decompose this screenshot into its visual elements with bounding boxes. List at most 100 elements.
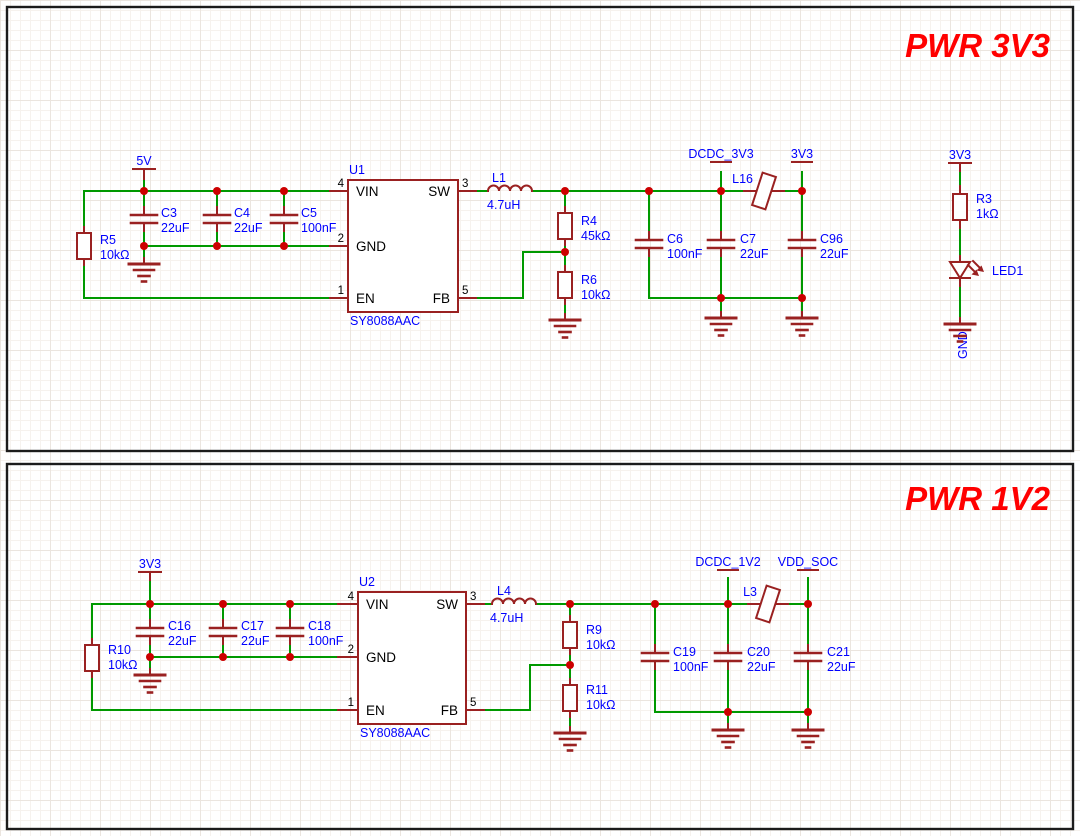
- capacitor-plates: [269, 213, 299, 225]
- pin-name-vin: VIN: [366, 597, 389, 612]
- net-flag-gnd-led[interactable]: GND: [956, 331, 970, 359]
- capacitor-C17[interactable]: C17 22uF: [208, 619, 270, 648]
- ref-label: R10: [108, 643, 131, 657]
- capacitor-plates: [787, 238, 817, 250]
- pin-name-gnd: GND: [366, 650, 396, 665]
- capacitor-C4[interactable]: C4 22uF: [202, 206, 263, 235]
- resistor-body: [952, 193, 968, 221]
- capacitor-C19[interactable]: C19 100nF: [640, 645, 709, 674]
- ref-label: R4: [581, 214, 597, 228]
- value-label: 45kΩ: [581, 229, 611, 243]
- led-triangle: [948, 261, 972, 280]
- value-label: 22uF: [747, 660, 776, 674]
- net-label: DCDC_1V2: [695, 555, 760, 569]
- ic-U1[interactable]: U1 SY8088AAC VIN GND EN SW FB 4 2 1 3 5: [338, 163, 469, 328]
- resistor-body: [557, 271, 573, 299]
- resistor-R10[interactable]: R10 10kΩ: [84, 643, 138, 672]
- pin-number-vin: 4: [348, 591, 355, 603]
- value-label: 10kΩ: [108, 658, 138, 672]
- led-LED1[interactable]: LED1: [948, 259, 1023, 280]
- junction-dots: [140, 187, 806, 302]
- capacitor-plates: [129, 213, 159, 225]
- capacitor-plates: [135, 626, 165, 638]
- resistor-R5[interactable]: R5 10kΩ: [76, 232, 130, 262]
- ground-symbol[interactable]: [133, 673, 167, 694]
- capacitor-plates: [640, 651, 670, 663]
- pin-number-sw: 3: [470, 591, 476, 603]
- ref-label: C21: [827, 645, 850, 659]
- ground-symbol[interactable]: [704, 316, 738, 337]
- ref-label: C5: [301, 206, 317, 220]
- ic-body: [347, 179, 459, 313]
- net-flag-5v[interactable]: 5V: [132, 154, 156, 170]
- resistor-R3[interactable]: R3 1kΩ: [952, 192, 999, 221]
- capacitor-C21[interactable]: C21 22uF: [793, 645, 856, 674]
- net-label: 3V3: [949, 148, 971, 162]
- net-label: GND: [956, 331, 970, 359]
- value-label: 10kΩ: [581, 288, 611, 302]
- pin-name-gnd: GND: [356, 239, 386, 254]
- net-flag-3v3-led[interactable]: 3V3: [948, 148, 972, 164]
- capacitor-C20[interactable]: C20 22uF: [713, 645, 776, 674]
- pin-number-gnd: 2: [348, 644, 354, 656]
- net-flag-dcdc-1v2[interactable]: DCDC_1V2: [695, 555, 761, 571]
- inductor-L4[interactable]: L4 4.7uH: [490, 584, 537, 625]
- ground-symbol[interactable]: [548, 318, 582, 339]
- net-label: 3V3: [139, 557, 161, 571]
- net-flag-vdd-soc[interactable]: VDD_SOC: [778, 555, 838, 571]
- net-flag-3v3-in[interactable]: 3V3: [138, 557, 162, 573]
- capacitor-C7[interactable]: C7 22uF: [706, 232, 769, 261]
- wires[interactable]: [91, 577, 809, 728]
- ic-part-number: SY8088AAC: [360, 726, 430, 740]
- sheet-border-pwr3v3: [5, 5, 1075, 453]
- net-flag-dcdc-3v3[interactable]: DCDC_3V3: [688, 147, 754, 163]
- net-label: 5V: [136, 154, 152, 168]
- value-label: 1kΩ: [976, 207, 999, 221]
- pin-number-gnd: 2: [338, 233, 344, 245]
- pin-number-fb: 5: [462, 285, 468, 297]
- section-pwr3v3: PWR 3V3 5V DCDC_3V3 3V3 3V3 GND U1: [76, 27, 1050, 359]
- capacitor-C3[interactable]: C3 22uF: [129, 206, 190, 235]
- ref-label: C3: [161, 206, 177, 220]
- capacitor-C16[interactable]: C16 22uF: [135, 619, 197, 648]
- ground-symbol[interactable]: [553, 731, 587, 752]
- resistor-body: [557, 212, 573, 240]
- capacitor-C6[interactable]: C6 100nF: [634, 232, 703, 261]
- value-label: 100nF: [301, 221, 337, 235]
- net-label: VDD_SOC: [778, 555, 838, 569]
- resistor-R4[interactable]: R4 45kΩ: [557, 212, 611, 243]
- resistor-R6[interactable]: R6 10kΩ: [557, 271, 611, 302]
- inductor-L1[interactable]: L1 4.7uH: [487, 171, 533, 212]
- ref-label: C96: [820, 232, 843, 246]
- ic-part-number: SY8088AAC: [350, 314, 420, 328]
- pin-name-fb: FB: [433, 291, 450, 306]
- capacitor-C96[interactable]: C96 22uF: [787, 232, 849, 261]
- inductor-coil: [487, 184, 533, 192]
- capacitor-C5[interactable]: C5 100nF: [269, 206, 337, 235]
- bead-body: [755, 584, 781, 624]
- ref-label: C6: [667, 232, 683, 246]
- pin-name-en: EN: [366, 703, 385, 718]
- net-flag-3v3-out[interactable]: 3V3: [791, 147, 813, 163]
- resistor-R9[interactable]: R9 10kΩ: [562, 621, 616, 652]
- capacitor-plates: [275, 626, 305, 638]
- resistor-R11[interactable]: R11 10kΩ: [562, 683, 616, 712]
- sheet-border-pwr1v2: [5, 462, 1075, 831]
- led-emission-arrows: [966, 259, 984, 276]
- ic-U2[interactable]: U2 SY8088AAC VIN GND EN SW FB 4 2 1 3 5: [348, 575, 477, 740]
- ref-label: L16: [732, 172, 753, 186]
- capacitor-plates: [706, 238, 736, 250]
- ground-symbol[interactable]: [785, 316, 819, 337]
- value-label: 4.7uH: [487, 198, 520, 212]
- pin-name-vin: VIN: [356, 184, 379, 199]
- ferrite-bead-L3[interactable]: L3: [743, 584, 781, 624]
- capacitor-C18[interactable]: C18 100nF: [275, 619, 344, 648]
- ground-symbol[interactable]: [711, 728, 745, 749]
- ground-symbol[interactable]: [791, 728, 825, 749]
- ref-label: L3: [743, 585, 757, 599]
- ref-label: C4: [234, 206, 250, 220]
- ferrite-bead-L16[interactable]: L16: [732, 171, 777, 211]
- ground-symbol[interactable]: [127, 262, 161, 283]
- ref-label: R3: [976, 192, 992, 206]
- wires[interactable]: [83, 170, 961, 319]
